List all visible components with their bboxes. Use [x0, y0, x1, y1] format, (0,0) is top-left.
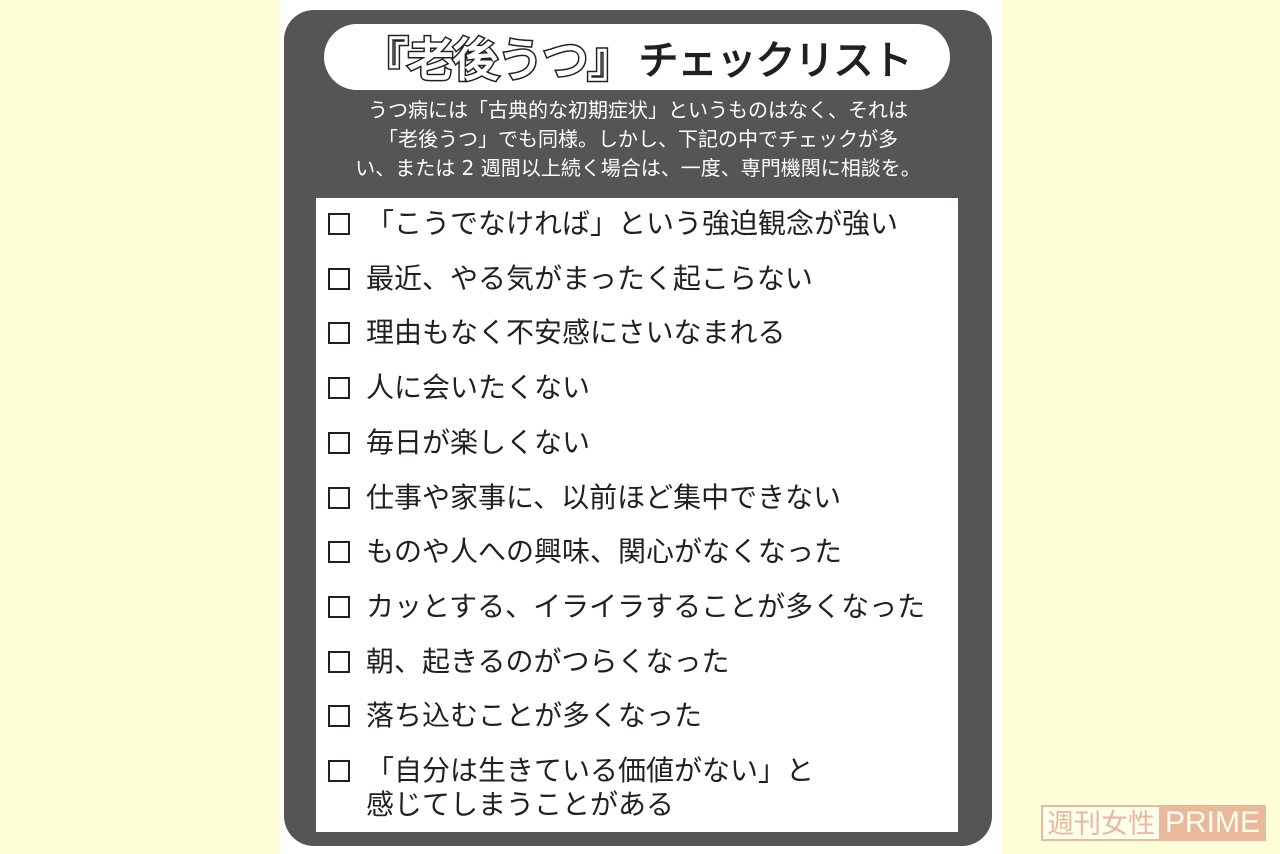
checklist-item[interactable]: ものや人への興味、関心がなくなった: [328, 535, 842, 569]
checklist: 「こうでなければ」という強迫観念が強い 最近、やる気がまったく起こらない 理由も…: [316, 198, 958, 832]
checklist-item[interactable]: 人に会いたくない: [328, 371, 590, 405]
checklist-item[interactable]: 理由もなく不安感にさいなまれる: [328, 316, 785, 350]
title-main: 『老後うつ』: [361, 32, 635, 89]
checkbox-icon[interactable]: [328, 541, 350, 563]
checkbox-icon[interactable]: [328, 432, 350, 454]
watermark-en: PRIME: [1159, 805, 1267, 841]
checklist-item[interactable]: 「自分は生きている価値がない」と 感じてしまうことがある: [328, 754, 814, 822]
description-line: い、または 2 週間以上続く場合は、一度、専門機関に相談を。: [355, 156, 921, 180]
checklist-item-label: 仕事や家事に、以前ほど集中できない: [366, 481, 842, 514]
checklist-item-label: ものや人への興味、関心がなくなった: [366, 535, 843, 568]
checkbox-icon[interactable]: [328, 596, 350, 618]
checklist-item-label: 朝、起きるのがつらくなった: [366, 645, 730, 678]
checklist-item[interactable]: 落ち込むことが多くなった: [328, 699, 702, 733]
checklist-item-label: 最近、やる気がまったく起こらない: [366, 262, 813, 295]
checkbox-icon[interactable]: [328, 705, 350, 727]
checklist-item-label: 「自分は生きている価値がない」と: [366, 754, 815, 787]
checkbox-icon[interactable]: [328, 377, 350, 399]
checklist-item-label: 人に会いたくない: [366, 371, 591, 404]
checklist-item-label: 「こうでなければ」という強迫観念が強い: [366, 207, 899, 240]
checklist-item-label: 毎日が楽しくない: [366, 426, 591, 459]
checklist-item-label: 落ち込むことが多くなった: [366, 699, 703, 732]
description-line: うつ病には「古典的な初期症状」というものはなく、それは: [368, 98, 908, 122]
checklist-item-label: 理由もなく不安感にさいなまれる: [366, 316, 786, 349]
checkbox-icon[interactable]: [328, 213, 350, 235]
checkbox-icon[interactable]: [328, 268, 350, 290]
checkbox-icon[interactable]: [328, 487, 350, 509]
checklist-item[interactable]: 最近、やる気がまったく起こらない: [328, 262, 813, 296]
checkbox-icon[interactable]: [328, 760, 350, 782]
checklist-item-label: カッとする、イライラすることが多くなった: [366, 590, 926, 623]
checklist-item[interactable]: 「こうでなければ」という強迫観念が強い: [328, 207, 898, 241]
description-line: 「老後うつ」でも同様。しかし、下記の中でチェックが多: [378, 127, 898, 151]
checklist-item[interactable]: 毎日が楽しくない: [328, 426, 590, 460]
title-banner: 『老後うつ』 チェックリスト: [324, 24, 950, 90]
checklist-item[interactable]: 朝、起きるのがつらくなった: [328, 645, 729, 679]
checklist-item-label-multiline: 「自分は生きている価値がない」と 感じてしまうことがある: [366, 754, 814, 822]
watermark-jp: 週刊女性: [1041, 805, 1159, 841]
checklist-item-label-line2: 感じてしまうことがある: [366, 788, 675, 821]
watermark-logo: 週刊女性 PRIME: [1041, 805, 1267, 841]
description: うつ病には「古典的な初期症状」というものはなく、それは 「老後うつ」でも同様。し…: [318, 96, 958, 183]
checkbox-icon[interactable]: [328, 322, 350, 344]
checklist-item[interactable]: 仕事や家事に、以前ほど集中できない: [328, 481, 841, 515]
checklist-item[interactable]: カッとする、イライラすることが多くなった: [328, 590, 925, 624]
checkbox-icon[interactable]: [328, 651, 350, 673]
title-sub: チェックリスト: [638, 38, 913, 84]
